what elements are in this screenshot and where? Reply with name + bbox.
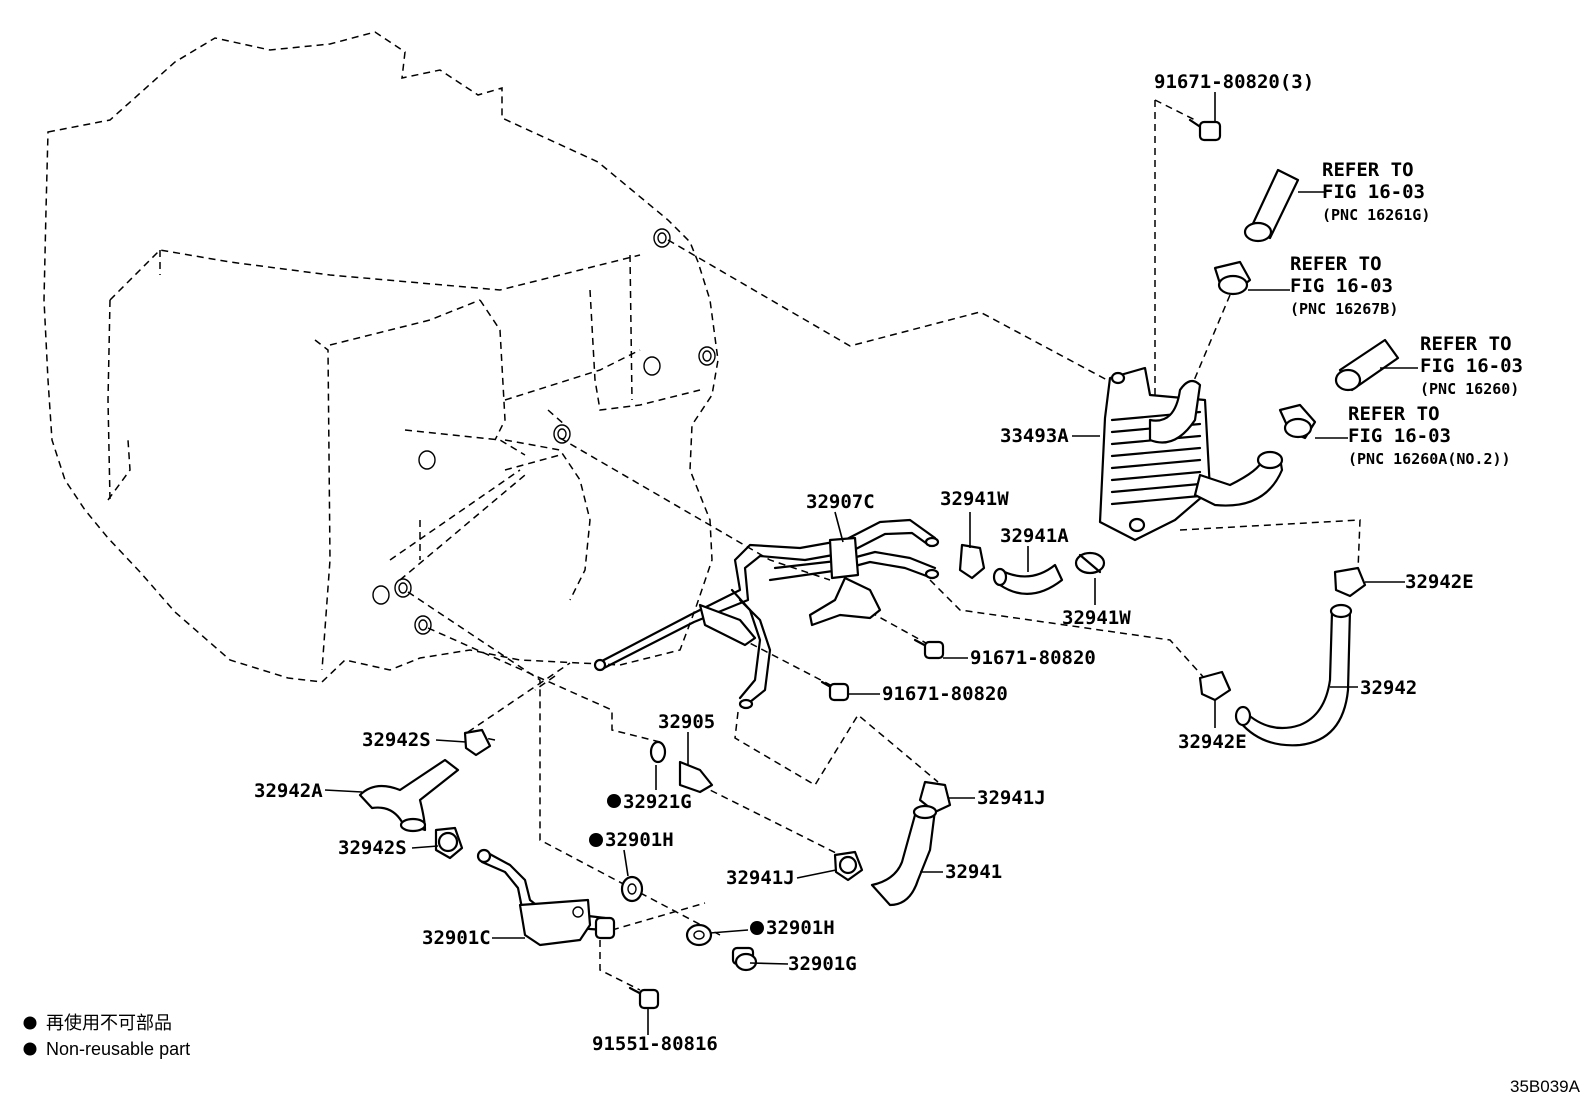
- label-bolt-top: 91671-80820(3): [1154, 71, 1314, 93]
- bolt-91551: [628, 986, 660, 1010]
- label-hose-a: 32941A: [1000, 525, 1069, 547]
- label-ref4-b: FIG 16-03: [1348, 425, 1451, 447]
- pipe-32901c: [476, 848, 616, 947]
- label-gasket-h2: 32901H: [766, 917, 835, 939]
- bolt-91671-mid2: [820, 680, 850, 702]
- legend: 再使用不可部品 Non-reusable part: [46, 1013, 190, 1059]
- clip-32941w-1: [958, 543, 986, 580]
- label-clip-w2: 32941W: [1062, 607, 1131, 629]
- hose-32942: [1234, 603, 1353, 747]
- label-ref3-b: FIG 16-03: [1420, 355, 1523, 377]
- ref-clamp-16267b: [1213, 260, 1252, 296]
- hose-32941: [870, 804, 938, 907]
- label-bolt-mid1: 91671-80820: [970, 647, 1096, 669]
- label-hose-32942: 32942: [1360, 677, 1417, 699]
- transmission-case: [43, 31, 719, 683]
- label-hose-2a: 32942A: [254, 780, 323, 802]
- clamp-32942s-2: [434, 826, 464, 860]
- hose-32942a: [358, 758, 460, 833]
- diagram-code: 35B039A: [1510, 1077, 1581, 1096]
- label-clamp-j1: 32941J: [977, 787, 1046, 809]
- ref-hose-16260: [1334, 338, 1400, 392]
- label-clamp-j2: 32941J: [726, 867, 795, 889]
- label-cooler: 33493A: [1000, 425, 1069, 447]
- label-ref1-b: FIG 16-03: [1322, 181, 1425, 203]
- label-clip-w1: 32941W: [940, 488, 1009, 510]
- marker-32921g: [607, 794, 621, 808]
- label-clamp-s1: 32942S: [362, 729, 431, 751]
- label-clamp-e1: 32942E: [1405, 571, 1474, 593]
- label-clamp-e2: 32942E: [1178, 731, 1247, 753]
- label-pipe-c: 32907C: [806, 491, 875, 513]
- clamp-32941j-1: [918, 780, 952, 814]
- label-clamp-s2: 32942S: [338, 837, 407, 859]
- clamp-32942s-1: [463, 728, 492, 757]
- legend-en: Non-reusable part: [46, 1039, 190, 1059]
- label-ref3-a: REFER TO: [1420, 333, 1512, 355]
- ref-hose-16261g: [1243, 168, 1300, 243]
- clip-32941w-2: [1074, 551, 1106, 575]
- gasket-32901h-2: [685, 923, 713, 947]
- part-labels: 91671-80820(3) REFER TO FIG 16-03 (PNC 1…: [254, 71, 1523, 1055]
- label-ref2-b: FIG 16-03: [1290, 275, 1393, 297]
- label-ref1-a: REFER TO: [1322, 159, 1414, 181]
- union-32905: [678, 760, 714, 794]
- bolt-32901g: [731, 946, 758, 972]
- label-ref4-c: (PNC 16260A(NO.2)): [1348, 450, 1511, 468]
- label-hose-41: 32941: [945, 861, 1002, 883]
- oil-cooler-33493a: [1098, 366, 1284, 542]
- marker-32901h-1: [589, 833, 603, 847]
- clamp-32942e-2: [1198, 670, 1232, 702]
- legend-jp: 再使用不可部品: [46, 1013, 172, 1033]
- label-ref4-a: REFER TO: [1348, 403, 1440, 425]
- label-bolt-bottom: 91551-80816: [592, 1033, 718, 1055]
- legend-dot-2: [23, 1042, 37, 1056]
- bolt-91671-mid1: [913, 638, 945, 660]
- label-ref2-a: REFER TO: [1290, 253, 1382, 275]
- pipe-32907c: [593, 518, 940, 710]
- gasket-32921g: [649, 740, 667, 764]
- connection-lines: [407, 99, 1361, 991]
- clamp-32941j-2: [833, 850, 864, 882]
- gasket-32901h-1: [620, 875, 644, 903]
- hose-32941a: [992, 563, 1064, 595]
- label-bolt-g: 32901G: [788, 953, 857, 975]
- label-gasket-g: 32921G: [623, 791, 692, 813]
- marker-32901h-2: [750, 921, 764, 935]
- label-pipe-1c: 32901C: [422, 927, 491, 949]
- label-leaders: [324, 92, 1418, 1035]
- label-union: 32905: [658, 711, 715, 733]
- bolt-91671-top: [1188, 118, 1222, 142]
- label-ref2-c: (PNC 16267B): [1290, 300, 1398, 318]
- clamp-32942e-1: [1333, 566, 1367, 598]
- label-bolt-mid2: 91671-80820: [882, 683, 1008, 705]
- label-ref3-c: (PNC 16260): [1420, 380, 1519, 398]
- label-ref1-c: (PNC 16261G): [1322, 206, 1430, 224]
- label-gasket-h1: 32901H: [605, 829, 674, 851]
- legend-dot-1: [23, 1016, 37, 1030]
- non-reusable-markers: [23, 794, 764, 1056]
- ref-clamp-16260a: [1278, 403, 1317, 440]
